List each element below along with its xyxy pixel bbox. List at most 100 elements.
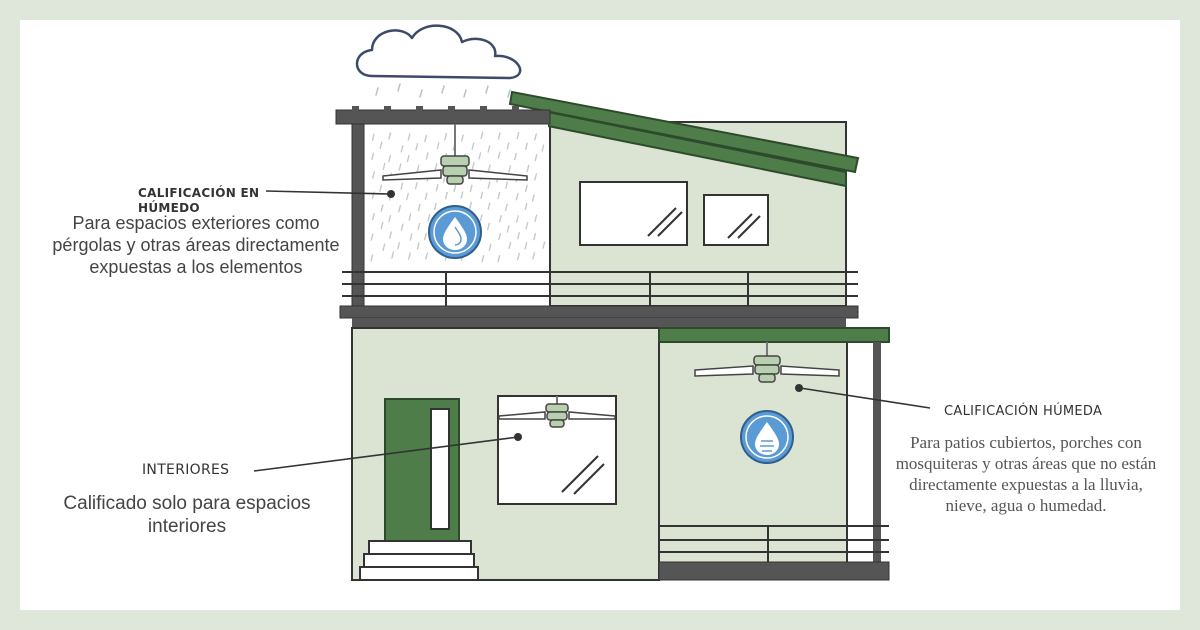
floor-slab-shadow — [352, 318, 846, 328]
rain-drop — [460, 134, 464, 142]
floor-slab — [339, 305, 859, 319]
rain-drop — [487, 145, 491, 153]
rain-drop — [471, 161, 475, 170]
rain-drop — [471, 142, 475, 150]
rain-drop — [371, 212, 375, 221]
rain-drop — [479, 214, 483, 222]
rain-drop — [506, 142, 510, 150]
rain-drop — [524, 202, 528, 211]
rain-drop — [398, 163, 402, 171]
cloud-icon — [355, 24, 522, 80]
rain-drop — [372, 171, 375, 179]
rain-drop — [534, 133, 537, 141]
rain-drop — [497, 132, 501, 140]
rain-drop — [531, 194, 535, 202]
rain-drop — [525, 221, 529, 230]
rain-drops — [375, 83, 511, 98]
upper-window-2 — [703, 194, 769, 246]
pergola-rafters — [352, 106, 519, 113]
rain-drop — [371, 152, 375, 161]
rain-drop — [407, 252, 411, 260]
rain-drop — [400, 223, 404, 231]
rain-drop — [414, 181, 418, 190]
rain-drop — [380, 204, 384, 212]
rain-drop — [513, 152, 517, 161]
rain-drop — [371, 133, 375, 141]
rain-drop — [370, 233, 374, 241]
rain-drop — [379, 141, 383, 149]
wet-rating-description: Para espacios exteriores como pérgolas y… — [52, 213, 340, 277]
upper-roof — [508, 90, 860, 174]
rain-drop — [408, 213, 412, 221]
rain-drop — [517, 252, 520, 261]
front-steps — [359, 540, 479, 581]
rain-drop — [504, 203, 508, 212]
rain-drop — [524, 242, 528, 250]
rain-drop — [415, 143, 419, 151]
rain-drop — [416, 164, 420, 173]
rain-drop — [497, 191, 501, 200]
leader-dots — [387, 190, 803, 441]
rain-drop — [534, 153, 538, 162]
rain-drop — [388, 132, 392, 140]
rain-drop — [487, 181, 491, 189]
water-drop-icon — [740, 410, 794, 464]
rain-drop — [497, 255, 501, 263]
rain-drop — [515, 215, 519, 223]
rain-drop — [533, 232, 537, 241]
rain-drop — [400, 145, 404, 153]
rain-drop — [382, 162, 386, 170]
rain-drop — [425, 152, 429, 160]
rain-drop — [436, 142, 440, 150]
rain-drop — [516, 131, 520, 140]
rain-drop — [397, 241, 401, 250]
rain-drop — [480, 131, 484, 140]
rain-drop — [487, 164, 491, 172]
rain-drop — [382, 243, 386, 251]
rain-drop — [444, 191, 448, 200]
rain-drop — [524, 142, 528, 151]
ceiling-fan-icon — [498, 396, 616, 428]
rain-drop — [469, 201, 473, 209]
rain-drop — [370, 254, 374, 262]
rain-drop — [478, 152, 482, 160]
porch-floor — [658, 561, 890, 581]
rain-drop — [515, 192, 519, 201]
rain-drop — [497, 151, 501, 160]
rain-drop — [442, 175, 446, 183]
porch-post — [873, 342, 881, 564]
rain-drop — [517, 232, 521, 240]
rain-drop — [498, 232, 502, 241]
rain-drop — [542, 241, 546, 249]
rain-drop — [480, 191, 484, 200]
ceiling-fan-icon — [694, 342, 840, 383]
water-drop-icon — [428, 205, 482, 259]
rain-drop — [498, 214, 502, 223]
rain-drop — [487, 202, 491, 210]
rain-drop — [487, 222, 490, 231]
rain-drop — [380, 221, 384, 230]
interior-title: INTERIORES — [142, 462, 230, 478]
rain-drop — [388, 214, 392, 223]
rain-drop — [435, 184, 439, 192]
rain-drop — [460, 191, 464, 199]
rain-drop — [424, 192, 428, 200]
rain-drop — [406, 154, 410, 163]
rain-drop — [417, 203, 421, 212]
rain-drop — [400, 182, 404, 190]
rain-drop — [379, 184, 383, 192]
rain-drop — [391, 251, 395, 259]
rain-drop — [425, 252, 429, 260]
wet-rating-title: CALIFICACIÓN EN HÚMEDO — [138, 186, 260, 215]
porch-railing — [659, 525, 889, 562]
rain-drop — [505, 181, 509, 189]
rain-drop — [453, 184, 457, 193]
upper-railing — [342, 271, 858, 306]
ceiling-fan-icon — [382, 124, 528, 185]
rain-drop — [534, 214, 538, 223]
porch-roof — [658, 327, 890, 343]
pergola-post — [351, 117, 365, 309]
rain-drop — [388, 155, 392, 163]
pergola-beam — [335, 109, 551, 125]
rain-drop — [416, 242, 420, 250]
